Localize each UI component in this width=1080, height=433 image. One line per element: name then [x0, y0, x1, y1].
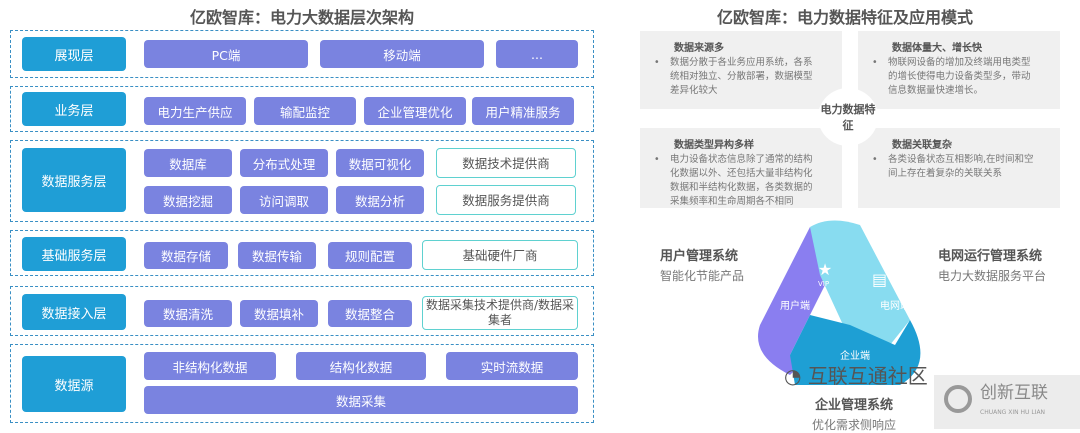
feature-card: 数据体量大、增长快物联网设备的增加及终端用电类型的增长使得电力设备类型多，带动信… [858, 31, 1060, 109]
row-business [10, 86, 594, 132]
feature-card: 数据类型异构多样电力设备状态信息除了通常的结构化数据以外、还包括大量非结构化数据… [640, 128, 842, 208]
segment-label: 电网端 [880, 301, 910, 312]
system-name: 企业管理系统 [815, 398, 894, 413]
system-name: 电网运行管理系统 [938, 249, 1043, 264]
item: 结构化数据 [296, 352, 426, 380]
provider: 数据服务提供商 [436, 185, 576, 215]
segment-label: 用户端 [780, 301, 810, 312]
right-title: 亿欧智库：电力数据特征及应用模式 [716, 8, 973, 27]
wechat-watermark: ◔ 互联互通社区 [784, 364, 928, 388]
layer-label: 数据服务层 [22, 148, 126, 212]
triangle-diagram: ★ [758, 220, 921, 385]
card-text: 电力设备状态信息除了通常的结构化数据以外、还包括大量非结构化数据和半结构化数据，… [640, 153, 820, 209]
system-desc: 优化需求侧响应 [812, 418, 897, 432]
item: 数据可视化 [336, 149, 424, 177]
provider: 数据技术提供商 [436, 148, 576, 178]
item: 输配监控 [254, 97, 356, 125]
card-text: 物联网设备的增加及终端用电类型的增长使得电力设备类型多，带动信息数据量快速增长。 [858, 56, 1038, 98]
item: ... [496, 40, 578, 68]
row-presentation [10, 30, 594, 78]
row-data-service [10, 140, 594, 222]
item: 数据采集 [144, 386, 578, 414]
layer-label: 业务层 [22, 92, 126, 126]
system-user: 用户管理系统智能化节能产品 [660, 245, 744, 284]
row-infra [10, 230, 594, 276]
brand-watermark: 创新互联 CHUANG XIN HU LIAN [934, 375, 1080, 429]
row-access [10, 286, 594, 336]
system-desc: 电力大数据服务平台 [938, 269, 1047, 283]
layer-label: 数据源 [22, 356, 126, 412]
system-grid: 电网运行管理系统电力大数据服务平台 [938, 245, 1046, 284]
item: 非结构化数据 [144, 352, 276, 380]
row-source [10, 344, 594, 423]
item: 电力生产供应 [144, 97, 246, 125]
system-desc: 智能化节能产品 [660, 269, 745, 283]
item: 移动端 [320, 40, 484, 68]
grid-segment [810, 220, 910, 345]
brand-en-text: CHUANG XIN HU LIAN [980, 409, 1046, 416]
feature-card: 数据关联复杂各类设备状态互相影响,在时间和空间上存在着复杂的关联关系 [858, 128, 1060, 208]
item: 数据分析 [336, 186, 424, 214]
segment-label: 企业端 [840, 351, 870, 362]
item: 实时流数据 [446, 352, 578, 380]
card-title: 数据类型异构多样 [674, 140, 754, 151]
feature-card: 数据来源多数据分散于各业务应用系统，各系统相对独立、分散部署，数据模型差异化较大 [640, 31, 842, 109]
system-name: 用户管理系统 [660, 249, 739, 264]
item: 数据整合 [328, 300, 412, 327]
item: PC端 [144, 40, 308, 68]
layer-label: 基础服务层 [22, 237, 126, 271]
left-title: 亿欧智库：电力大数据层次架构 [189, 8, 414, 27]
item: 企业管理优化 [364, 97, 466, 125]
brand-logo-icon [944, 385, 972, 413]
item: 规则配置 [328, 242, 412, 269]
provider: 基础硬件厂商 [422, 240, 578, 270]
card-text: 数据分散于各业务应用系统，各系统相对独立、分散部署，数据模型差异化较大 [640, 56, 820, 98]
item: 数据传输 [238, 242, 316, 269]
card-text: 各类设备状态互相影响,在时间和空间上存在着复杂的关联关系 [858, 153, 1038, 181]
item: 数据填补 [240, 300, 318, 327]
book-icon: ▤ [872, 270, 888, 289]
provider: 数据采集技术提供商/数据采集者 [422, 296, 578, 330]
item: 用户精准服务 [472, 97, 574, 125]
item: 访问调取 [240, 186, 328, 214]
item: 数据存储 [144, 242, 228, 269]
enterprise-segment [790, 315, 921, 385]
item: 数据库 [144, 149, 232, 177]
layer-label: 展现层 [22, 37, 126, 71]
item: 数据清洗 [144, 300, 232, 327]
wechat-text: 互联互通社区 [807, 364, 928, 388]
user-segment [758, 227, 830, 375]
vip-label: VIP [818, 280, 830, 288]
card-title: 数据体量大、增长快 [892, 43, 982, 54]
center-circle: 电力数据特征 [818, 88, 878, 146]
system-enterprise: 企业管理系统优化需求侧响应 [812, 394, 896, 433]
layer-label: 数据接入层 [22, 294, 126, 330]
card-title: 数据来源多 [674, 43, 724, 54]
wechat-icon: ◔ [784, 364, 802, 388]
star-icon: ★ [818, 260, 832, 279]
item: 数据挖掘 [144, 186, 232, 214]
item: 分布式处理 [240, 149, 328, 177]
brand-text: 创新互联 [980, 383, 1048, 403]
card-title: 数据关联复杂 [892, 140, 952, 151]
